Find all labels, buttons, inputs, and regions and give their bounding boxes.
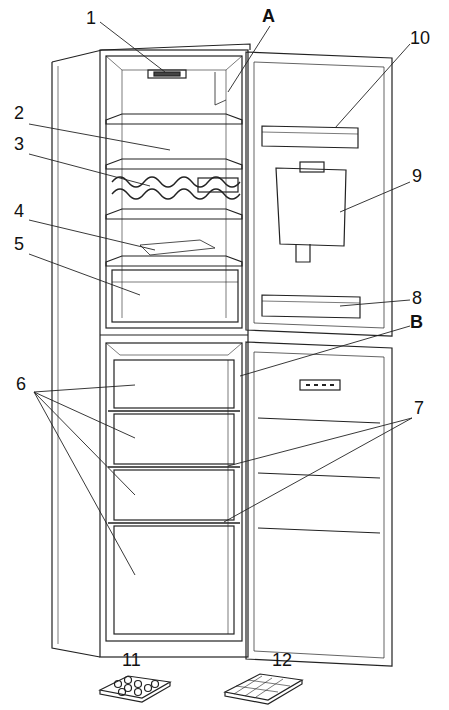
callout-number: A <box>262 6 275 26</box>
crisper-drawer <box>112 270 238 322</box>
dispenser-lid <box>300 162 324 172</box>
freezer-door <box>246 342 392 666</box>
freezer-drawer <box>114 414 234 464</box>
callout-number: 5 <box>14 234 24 254</box>
callout-number: 7 <box>414 398 424 418</box>
callout-number: 10 <box>410 28 430 48</box>
fridge-back-wall <box>106 56 242 318</box>
freezer-shelf <box>108 411 240 523</box>
callout-number: 12 <box>272 650 292 670</box>
cabinet-side-edge <box>58 66 59 644</box>
display-buttons <box>306 384 334 386</box>
divider <box>100 334 248 335</box>
air-duct <box>215 72 226 105</box>
callout-number: 8 <box>412 288 422 308</box>
callout-number: 11 <box>122 650 141 670</box>
freezer-side <box>228 360 229 634</box>
freezer-door-line <box>258 418 380 533</box>
water-dispenser <box>276 168 346 246</box>
cabinet-top <box>52 44 250 62</box>
shelf <box>106 209 242 219</box>
door-shelf <box>262 295 360 318</box>
cabinet-side <box>52 62 100 657</box>
callout-number: 4 <box>14 201 24 221</box>
egg-tray <box>100 676 170 702</box>
dispenser-tap <box>296 244 310 262</box>
leader-lines <box>29 22 412 575</box>
callout-number: 1 <box>86 8 96 28</box>
door-shelf-line <box>262 301 360 303</box>
freezer-back-wall <box>106 343 242 355</box>
tray <box>140 240 215 255</box>
freezer-drawer <box>114 470 234 520</box>
callout-number: 2 <box>14 103 24 123</box>
display-panel <box>300 380 340 390</box>
ice-tray <box>225 674 302 704</box>
shelf <box>106 114 242 124</box>
freezer-drawer <box>114 360 234 408</box>
freezer-drawer <box>114 526 234 634</box>
wine-rack <box>112 189 240 199</box>
door-gasket <box>254 352 384 658</box>
door-shelf-line <box>262 132 358 134</box>
lamp <box>148 70 186 78</box>
lamp-detail <box>154 72 180 76</box>
crisper-cover <box>106 256 242 266</box>
callout-number: 6 <box>16 374 26 394</box>
door-shelf <box>262 126 358 148</box>
crisper-line <box>112 282 238 283</box>
fridge-opening <box>106 56 242 328</box>
shelf <box>106 159 242 169</box>
callout-number: 3 <box>14 134 24 154</box>
door-gasket <box>254 62 384 328</box>
callout-number: 9 <box>412 166 422 186</box>
freezer-opening <box>106 343 242 641</box>
wine-rack-bracket <box>198 178 238 192</box>
callout-number: B <box>410 312 423 332</box>
fridge-door <box>246 52 392 336</box>
